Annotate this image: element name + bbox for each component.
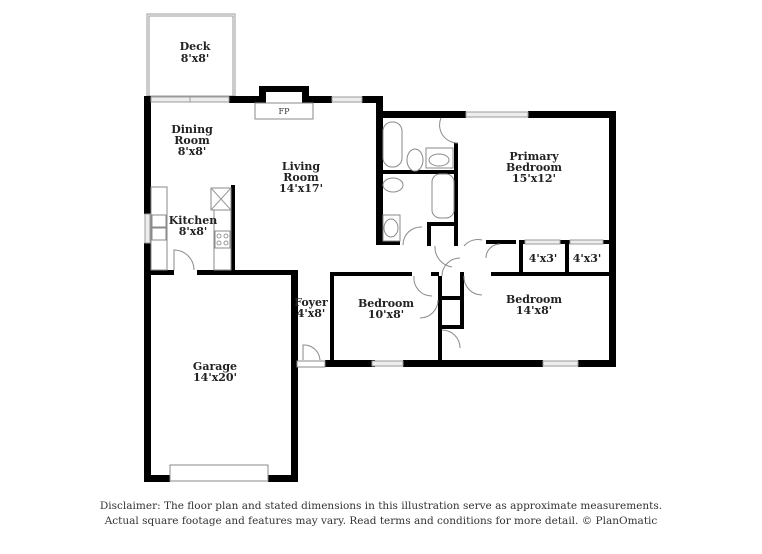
room-label-garage: Garage: [193, 360, 237, 373]
svg-text:8'x8': 8'x8': [178, 145, 207, 158]
svg-text:Room: Room: [174, 134, 210, 147]
svg-text:8'x8': 8'x8': [179, 225, 208, 238]
windows: [144, 96, 604, 482]
door-front-entry: [302, 344, 321, 361]
room-label-primary-bedroom: Primary: [509, 150, 559, 163]
room-label-deck: Deck: [180, 40, 211, 53]
svg-text:14'x20': 14'x20': [193, 371, 237, 384]
svg-text:Room: Room: [283, 171, 319, 184]
room-label-kitchen: Kitchen: [169, 214, 218, 227]
bathtub-icon: [382, 121, 403, 168]
kitchen-fixtures: [150, 186, 232, 271]
room-label-bedroom-2: Bedroom: [358, 297, 414, 310]
svg-text:15'x12': 15'x12': [512, 172, 556, 185]
room-label-dining: Dining: [171, 123, 213, 136]
toilet-icon: [382, 177, 404, 193]
room-labels: Deck 8'x8' Dining Room 8'x8' Living Room…: [169, 40, 602, 384]
toilet-icon: [406, 148, 424, 172]
svg-text:8'x8': 8'x8': [181, 52, 210, 65]
svg-text:14'x8': 14'x8': [516, 304, 552, 317]
stove-icon: [214, 230, 231, 249]
fireplace: FP: [254, 102, 314, 120]
bathtub-icon: [431, 173, 455, 219]
deck: [146, 13, 236, 97]
room-label-bedroom-3: Bedroom: [506, 293, 562, 306]
doors: [173, 117, 501, 368]
room-label-closet-1: 4'x3': [529, 252, 558, 265]
svg-text:Bedroom: Bedroom: [506, 161, 562, 174]
disclaimer-line-2: Actual square footage and features may v…: [104, 515, 658, 527]
room-label-foyer: Foyer: [294, 296, 328, 309]
svg-text:10'x8': 10'x8': [368, 308, 404, 321]
walls: [144, 86, 616, 482]
bath-fixtures: [382, 121, 455, 242]
sink-icon: [151, 214, 167, 228]
disclaimer-line-1: Disclaimer: The floor plan and stated di…: [99, 500, 663, 512]
svg-text:14'x17': 14'x17': [279, 182, 323, 195]
svg-text:4'x8': 4'x8': [297, 307, 326, 320]
door-primary-bath: [439, 117, 459, 144]
door-kitchen-garage: [173, 249, 195, 271]
room-label-closet-2: 4'x3': [573, 252, 602, 265]
room-label-living: Living: [282, 160, 320, 173]
garage-door: [169, 464, 269, 482]
svg-text:FP: FP: [279, 107, 291, 116]
